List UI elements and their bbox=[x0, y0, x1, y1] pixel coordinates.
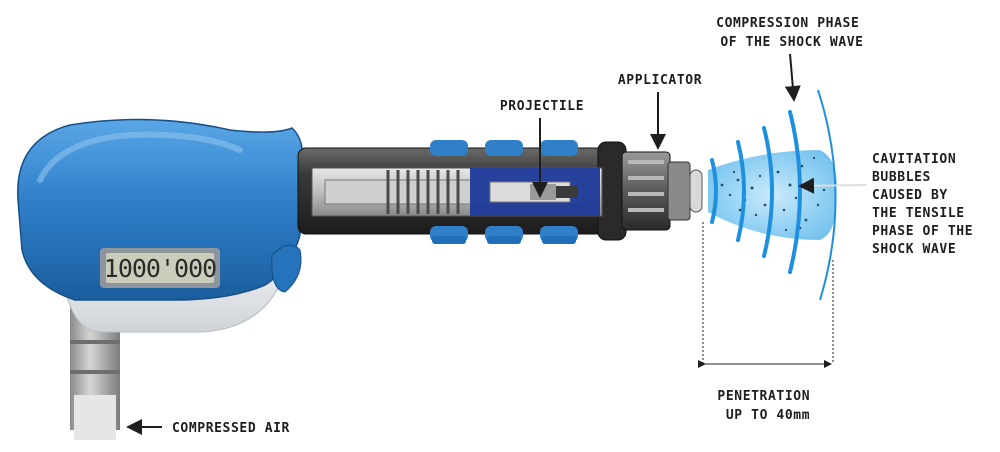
counter-display: 1000'000 bbox=[100, 248, 220, 288]
compressed-air-label: COMPRESSED AIR bbox=[172, 421, 290, 436]
barrel-cutaway bbox=[311, 167, 603, 217]
applicator-tip bbox=[621, 151, 703, 231]
compression-phase-label: COMPRESSION PHASE OF THE SHOCK WAVE bbox=[716, 16, 868, 50]
counter-value: 1000'000 bbox=[104, 254, 216, 283]
projectile-label: PROJECTILE bbox=[500, 99, 584, 114]
penetration-bracket bbox=[698, 222, 834, 368]
cavitation-arrow bbox=[798, 177, 867, 194]
handle-highlight bbox=[37, 131, 243, 183]
compression-phase-arrow bbox=[784, 53, 801, 102]
outer-wave-front bbox=[817, 89, 837, 301]
trigger-button bbox=[271, 244, 302, 293]
applicator-label: APPLICATOR bbox=[618, 73, 702, 88]
cavitation-label: CAVITATION BUBBLES CAUSED BY THE TENSILE… bbox=[872, 152, 982, 257]
penetration-label: PENETRATION UP TO 40mm bbox=[717, 389, 818, 423]
